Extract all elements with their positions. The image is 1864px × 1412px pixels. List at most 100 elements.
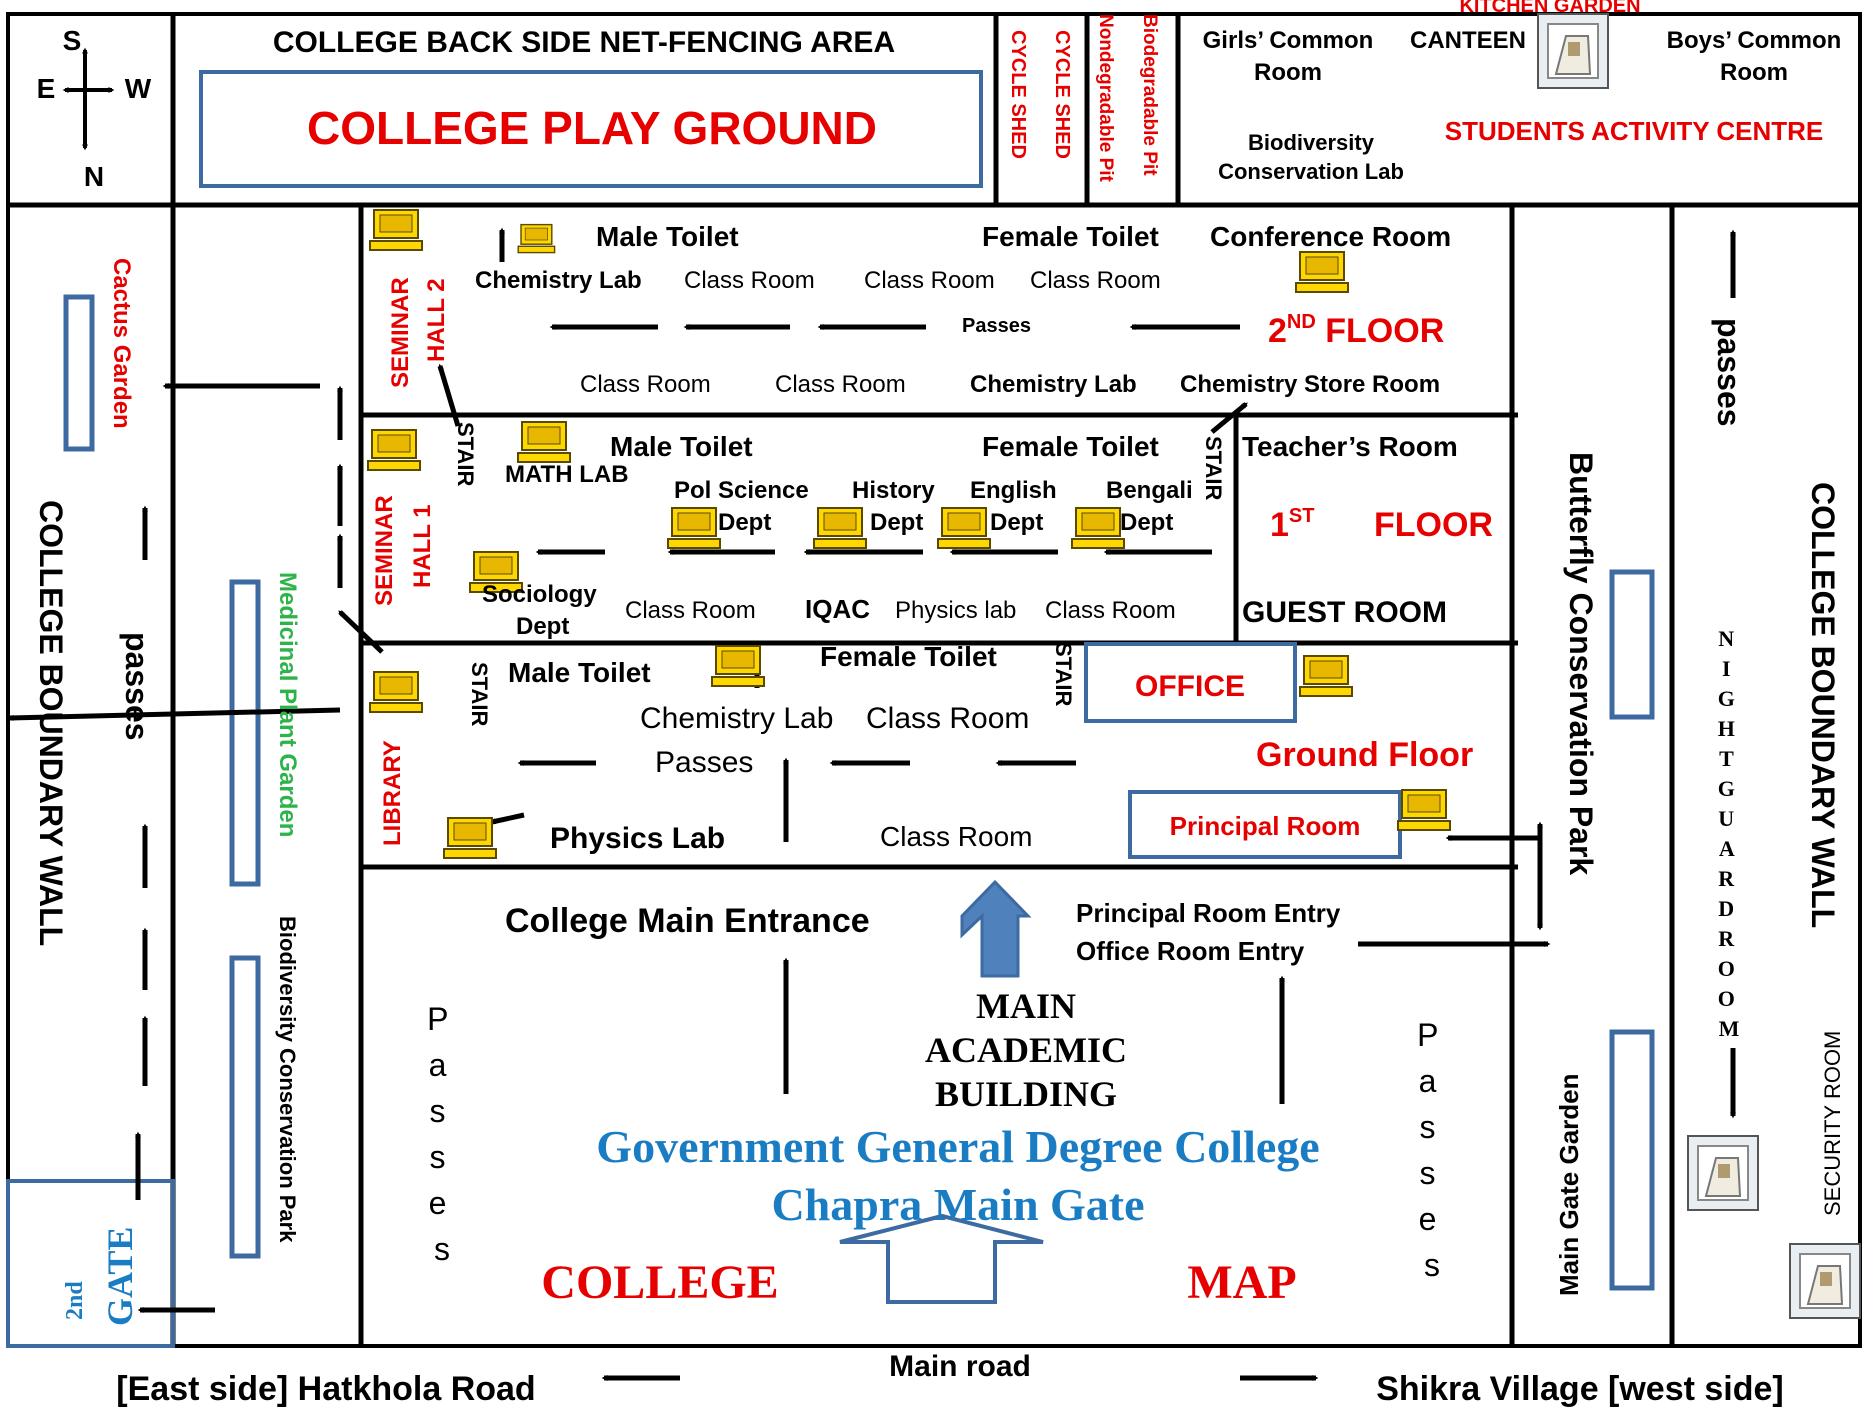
f1-eng-1: English: [970, 477, 1057, 504]
kitchen-garden: KITCHEN GARDEN: [1459, 0, 1640, 17]
nondegradable-pit: Nondegradable Pit: [1095, 14, 1116, 183]
night-letter: M: [1719, 1016, 1740, 1041]
passes-right-letter: s: [1420, 1109, 1436, 1145]
passes-left-letter: s: [434, 1231, 450, 1267]
night-letter: G: [1718, 686, 1735, 711]
gf-class-2: Class Room: [880, 821, 1032, 852]
computer-icon: [937, 507, 991, 549]
computer-icon: [369, 671, 423, 713]
gf-principal-room: Principal Room: [1170, 811, 1361, 841]
boys-room-2: Room: [1720, 59, 1788, 86]
f2-class-3: Class Room: [1030, 267, 1161, 294]
biodiversity-park: Biodiversity Conservation Park: [275, 916, 300, 1243]
hall1-label: HALL 1: [409, 504, 436, 588]
f1-pol-1: Pol Science: [674, 477, 809, 504]
computer-icon: [813, 507, 867, 549]
night-letter: O: [1718, 986, 1735, 1011]
f2-class-5: Class Room: [775, 371, 906, 398]
route-arrows: [7, 47, 1736, 1381]
night-letter: O: [1718, 956, 1735, 981]
map-lines: [6, 12, 1862, 1348]
main-road: Main road: [889, 1350, 1031, 1383]
medicinal-1: Medicinal Plant: [274, 572, 301, 753]
f2-chem-store: Chemistry Store Room: [1180, 371, 1440, 398]
bio-lab-2: Conservation Lab: [1218, 159, 1404, 184]
east-road: [East side] Hatkhola Road: [116, 1370, 535, 1408]
cycle-shed-2: CYCLE SHED: [1051, 30, 1073, 159]
college-gate: Chapra Main Gate: [771, 1179, 1144, 1230]
computer-icon: [367, 429, 421, 471]
f1-eng-2: Dept: [990, 509, 1043, 536]
gf-passes: Passes: [655, 746, 753, 779]
f1-physics-lab: Physics lab: [895, 597, 1016, 624]
passes-left-letter: s: [430, 1093, 446, 1129]
left-strip: Cactus Garden COLLEGE BOUNDARY WALL pass…: [33, 258, 301, 1326]
night-letter: D: [1718, 896, 1734, 921]
f2-chem-lab-2: Chemistry Lab: [970, 371, 1137, 398]
gf-male-toilet: Male Toilet: [508, 657, 651, 688]
mab-1: MAIN: [976, 986, 1076, 1026]
f1-soc-2: Dept: [516, 613, 569, 640]
f2-class-4: Class Room: [580, 371, 711, 398]
computer-icon: [1295, 251, 1349, 293]
f1-hist-1: History: [852, 477, 935, 504]
f1-iqac: IQAC: [805, 594, 870, 624]
passes-left-letter: s: [430, 1139, 446, 1175]
passes-right-letter: a: [1419, 1063, 1437, 1099]
gf-female-toilet: Female Toilet: [820, 641, 997, 672]
mab-3: BUILDING: [935, 1074, 1117, 1114]
passes-left-letter: a: [429, 1047, 447, 1083]
right-boundary-wall: COLLEGE BOUNDARY WALL: [1805, 482, 1841, 928]
f1-num: 1: [1270, 506, 1289, 544]
f2-num: 2: [1268, 312, 1287, 350]
gf-office: OFFICE: [1135, 670, 1245, 703]
passes-left-letter: P: [427, 1001, 448, 1037]
f2-male-toilet: Male Toilet: [596, 221, 739, 252]
night-guard-room: N I G H T G U A R D R O O M: [1718, 626, 1741, 1041]
seminar1-label: SEMINAR: [371, 495, 398, 606]
f2-chem-lab: Chemistry Lab: [475, 267, 642, 294]
campus-front: College Main Entrance Principal Room Ent…: [427, 898, 1447, 1309]
f1-beng-1: Bengali: [1106, 477, 1193, 504]
second-floor: SEMINAR HALL 2 Male Toilet Female Toilet…: [387, 221, 1451, 398]
f1-stair-left: STAIR: [453, 422, 478, 486]
f1-pol-2: Dept: [718, 509, 771, 536]
passes-left: P a s s e s: [427, 1001, 457, 1267]
f1-hist-2: Dept: [870, 509, 923, 536]
f2-class-2: Class Room: [864, 267, 995, 294]
night-letter: H: [1718, 716, 1735, 741]
frames: [6, 70, 1655, 1348]
hall2-label: HALL 2: [423, 278, 450, 362]
butterfly-park: Butterfly Conservation Park: [1563, 452, 1599, 875]
security-room: SECURITY ROOM: [1820, 1031, 1845, 1216]
mab-2: ACADEMIC: [925, 1030, 1127, 1070]
computer-icon: [1071, 507, 1125, 549]
passes-right-letter: e: [1419, 1201, 1437, 1237]
night-letter: N: [1718, 626, 1734, 651]
passes-right-letter: s: [1420, 1155, 1436, 1191]
fencing-label: COLLEGE BACK SIDE NET-FENCING AREA: [273, 26, 895, 59]
f1-floor-word: FLOOR: [1374, 506, 1493, 544]
passes-right: P a s s e s: [1417, 1017, 1447, 1283]
computer-icon: [1299, 655, 1353, 697]
gf-class-1: Class Room: [866, 702, 1029, 735]
office-entry: Office Room Entry: [1076, 936, 1305, 966]
computer-icon: [369, 209, 423, 251]
computer-icon: [1397, 789, 1451, 831]
compass: S E W N: [37, 25, 152, 192]
canteen-label: CANTEEN: [1410, 27, 1526, 54]
gf-label: Ground Floor: [1256, 736, 1473, 774]
main-gate-garden: Main Gate Garden: [1554, 1074, 1584, 1297]
main-gate-arrow: [839, 1213, 1044, 1304]
night-letter: A: [1719, 836, 1735, 861]
compass-s: S: [63, 25, 82, 56]
passes-right-letter: P: [1417, 1017, 1438, 1053]
f2-rest: FLOOR: [1316, 312, 1444, 350]
f2-conference: Conference Room: [1210, 221, 1451, 252]
compass-e: E: [37, 73, 56, 104]
f1-male-toilet: Male Toilet: [610, 431, 753, 462]
college-map-2: MAP: [1187, 1256, 1296, 1309]
f2-passes: Passes: [962, 315, 1031, 337]
night-letter: I: [1722, 656, 1731, 681]
f1-class-2: Class Room: [1045, 597, 1176, 624]
